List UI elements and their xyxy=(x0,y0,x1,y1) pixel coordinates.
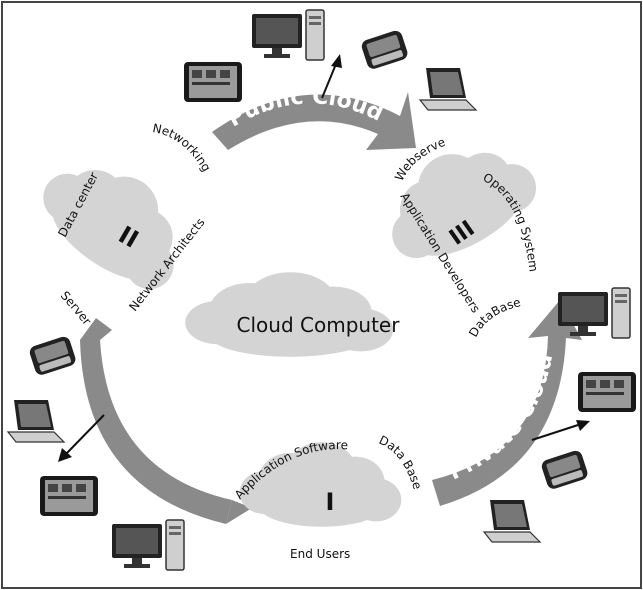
cloud-bottom xyxy=(239,442,402,527)
tablet-icon xyxy=(184,62,242,102)
label-networking: Networking xyxy=(151,121,213,174)
smartphone-icon xyxy=(540,449,590,491)
laptop-icon xyxy=(483,499,541,543)
public-cloud-arc xyxy=(212,92,416,150)
arrow-public xyxy=(321,54,342,99)
desktop-computer-icon xyxy=(111,519,185,571)
smartphone-icon xyxy=(360,29,410,71)
hybrid-cloud-arc xyxy=(80,318,252,524)
tablet-icon xyxy=(40,476,98,516)
tablet-icon xyxy=(578,372,636,412)
laptop-icon xyxy=(419,67,477,111)
center-label: Cloud Computer xyxy=(237,313,401,337)
laptop-icon xyxy=(7,399,65,443)
arrow-hybrid xyxy=(58,414,105,462)
arrow-private xyxy=(531,420,590,441)
smartphone-icon xyxy=(28,335,78,377)
cloud-bottom-numeral: I xyxy=(326,488,335,516)
desktop-computer-icon xyxy=(251,9,325,61)
label-server: Server xyxy=(58,288,94,327)
cloud-top-left xyxy=(25,138,206,304)
label-end-users: End Users xyxy=(290,547,350,561)
